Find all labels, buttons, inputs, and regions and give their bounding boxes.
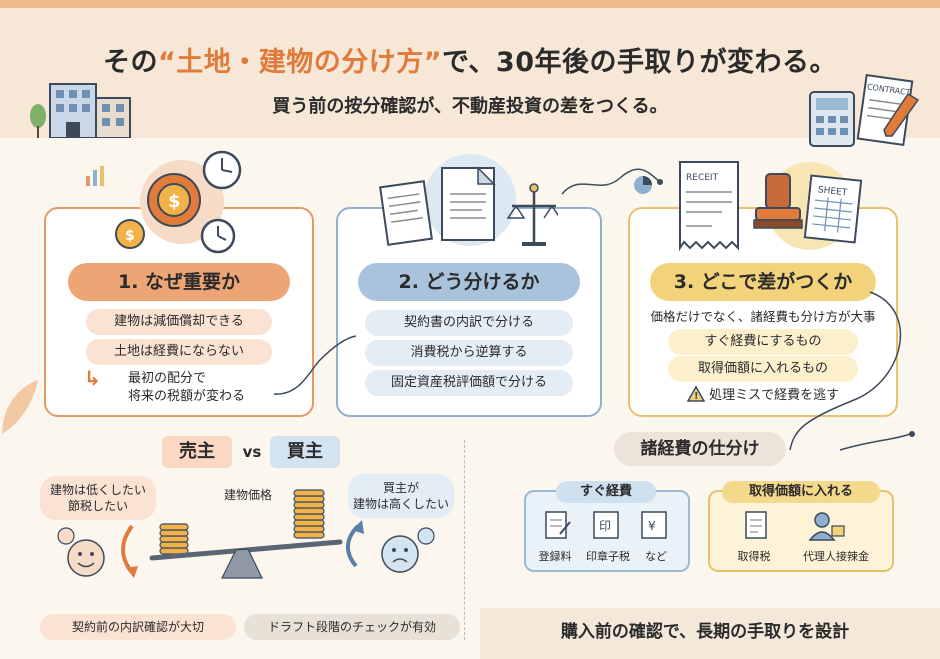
footer-band (480, 608, 940, 659)
contract-calculator-illustration: CONTRACT (809, 74, 920, 147)
title-post: で、30年後の手取りが変わる。 (442, 47, 837, 78)
building-price-label: 建物価格 (224, 488, 273, 502)
item-initial-allocation: 最初の配分で 将来の税額が変わる (116, 368, 286, 408)
item-expense-lead: 価格だけでなく、諸経費も分け方が大事 (650, 309, 876, 324)
sheet-label: SHEET (817, 185, 848, 198)
svg-text:$: $ (168, 191, 181, 212)
buyer-label: 買主 (270, 436, 340, 468)
footer-text: 購入前の確認で、長期の手取りを設計 (560, 622, 850, 642)
acquisition-cost-icons (745, 511, 845, 541)
vs-label: vs (242, 443, 262, 461)
warning-text: 処理ミスで経費を逃す (709, 388, 840, 403)
immediate-expense-icons: 印 ¥ (545, 511, 667, 539)
building-illustration (30, 83, 131, 138)
seller-label: 売主 (162, 436, 232, 468)
buyer-bubble-line2: 建物は高くしたい (352, 497, 449, 511)
item-property-tax-value: 固定資産税評価額で分ける (365, 370, 573, 396)
yen-char: ¥ (648, 519, 656, 533)
item-acquisition-cost: 取得価額に入れるもの (668, 356, 858, 382)
warning-icon: ! (686, 385, 706, 402)
heading-where-difference: 3. どこで差がつくか (650, 263, 876, 301)
buyer-bubble: 買主が 建物は高くしたい (348, 474, 454, 518)
svg-text:!: ! (694, 391, 699, 402)
item-contract-breakdown: 契約書の内訳で分ける (365, 310, 573, 336)
immediate-item-registration: 登録料 (538, 550, 572, 563)
item-depreciation: 建物は減価償却できる (86, 309, 272, 335)
page-title: その“土地・建物の分け方”で、30年後の手取りが変わる。 (0, 40, 940, 79)
receipt-stamp-sheet-icon: RECEIT SHEET (679, 161, 863, 252)
trend-line-icon (561, 168, 663, 195)
mini-bars-icon (86, 166, 104, 186)
connector-curve-2 (789, 291, 915, 451)
section-divider (464, 440, 465, 640)
acquisition-cost-box (708, 490, 894, 572)
connector-curve-1 (273, 335, 357, 395)
leaf-decoration-icon (2, 380, 38, 434)
title-highlight: “土地・建物の分け方” (158, 47, 442, 78)
seesaw-illustration (57, 489, 435, 579)
page-subtitle: 買う前の按分確認が、不動産投資の差をつくる。 (272, 96, 668, 117)
item-immediate-expense: すぐ経費にするもの (668, 329, 858, 355)
seller-bubble-line2: 節税したい (67, 499, 128, 513)
documents-scale-icon (379, 154, 558, 246)
svg-text:$: $ (125, 228, 135, 244)
buyer-bubble-line1: 買主が (382, 481, 419, 495)
immediate-item-stamp-tax: 印章子税 (586, 550, 630, 563)
seller-bubble: 建物は低くしたい 節税したい (40, 476, 156, 520)
emphasis-line2: 将来の税額が変わる (128, 389, 246, 404)
immediate-expense-label: すぐ経費 (556, 481, 656, 503)
note-contract-check: 契約前の内訳確認が大切 (40, 614, 236, 640)
acquisition-cost-label: 取得価額に入れる (722, 481, 880, 503)
pie-icon (634, 176, 652, 194)
immediate-item-etc: など (645, 550, 667, 563)
seal-char: 印 (599, 519, 611, 533)
seller-bubble-line1: 建物は低くしたい (49, 483, 146, 497)
emphasis-line1: 最初の配分で (128, 371, 207, 386)
capitalized-item-acquisition-tax: 取得税 (737, 550, 771, 563)
top-band (0, 0, 940, 8)
title-pre: その (103, 47, 158, 78)
heading-why-important: 1. なぜ重要か (68, 263, 290, 301)
gear-coin-clock-icon: $ $ (115, 150, 242, 254)
header-band (0, 8, 940, 138)
heading-how-to-split: 2. どう分けるか (358, 263, 580, 301)
panel-where-difference (628, 207, 898, 417)
capitalized-item-agent-fee: 代理人接辣金 (803, 550, 869, 563)
note-draft-check: ドラフト段階のチェックが有効 (244, 614, 460, 640)
item-warning: ! 処理ミスで経費を逃す (668, 383, 858, 409)
item-consumption-tax: 消費税から逆算する (365, 340, 573, 366)
receipt-label: RECEIT (686, 173, 719, 183)
item-land-not-expense: 土地は経費にならない (86, 339, 272, 365)
arrow-icon: ↳ (84, 366, 101, 390)
expenses-title: 諸経費の仕分け (614, 432, 786, 466)
